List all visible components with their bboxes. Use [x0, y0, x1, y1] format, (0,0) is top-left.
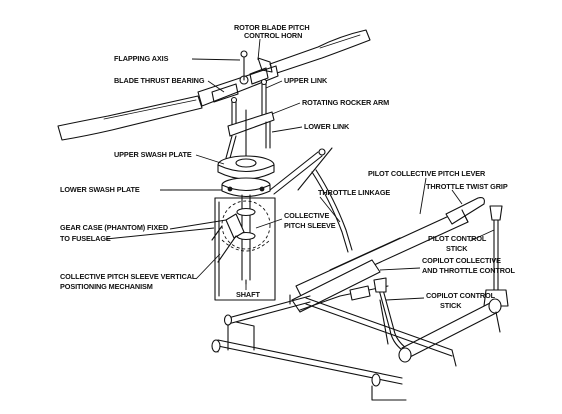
label-vertical-mechanism-line2: POSITIONING MECHANISM — [60, 282, 153, 291]
label-copilot-control-stick-line2: STICK — [440, 301, 462, 310]
gear-case-phantom — [214, 197, 276, 301]
label-lower-swash-plate: LOWER SWASH PLATE — [60, 185, 140, 194]
leader-lines — [105, 38, 495, 301]
label-rotor-horn-line2: CONTROL HORN — [244, 31, 302, 40]
label-throttle-twist-grip: THROTTLE TWIST GRIP — [426, 182, 508, 191]
lower-link — [225, 121, 271, 159]
rotor-shaft — [236, 194, 256, 285]
label-copilot-collective-line1: COPILOT COLLECTIVE — [422, 256, 501, 265]
label-gear-case-line1: GEAR CASE (PHANTOM) FIXED — [60, 223, 168, 232]
label-throttle-linkage: THROTTLE LINKAGE — [318, 188, 390, 197]
copilot-collective-control — [291, 259, 389, 313]
collective-linkage — [269, 147, 333, 195]
copilot-control-stick — [373, 277, 407, 351]
cyclic-cross-tube — [398, 298, 502, 363]
rotor-blade-left — [57, 95, 203, 141]
lower-swash-plate — [221, 177, 271, 198]
label-copilot-control-stick-line1: COPILOT CONTROL — [426, 291, 496, 300]
throttle-linkage — [311, 169, 353, 253]
label-gear-case-line2: TO FUSELAGE — [60, 234, 111, 243]
label-upper-swash-plate: UPPER SWASH PLATE — [114, 150, 192, 159]
upper-link-assembly — [227, 78, 275, 161]
label-pilot-control-stick-line1: PILOT CONTROL — [428, 234, 487, 243]
upper-swash-plate — [217, 155, 275, 180]
label-pilot-collective-lever: PILOT COLLECTIVE PITCH LEVER — [368, 169, 486, 178]
vertical-positioning-mechanism — [211, 213, 245, 263]
control-support-frame — [211, 294, 457, 401]
label-copilot-collective-line2: AND THROTTLE CONTROL — [422, 266, 515, 275]
label-shaft: SHAFT — [236, 290, 260, 299]
label-vertical-mechanism-line1: COLLECTIVE PITCH SLEEVE VERTICAL — [60, 272, 197, 281]
rotor-hub — [197, 50, 279, 107]
label-rotor-horn-line1: ROTOR BLADE PITCH — [234, 23, 310, 32]
label-collective-pitch-sleeve-line1: COLLECTIVE — [284, 211, 329, 220]
label-upper-link: UPPER LINK — [284, 76, 328, 85]
label-rotating-rocker-arm: ROTATING ROCKER ARM — [302, 98, 389, 107]
label-flapping-axis: FLAPPING AXIS — [114, 54, 169, 63]
label-blade-thrust-bearing: BLADE THRUST BEARING — [114, 76, 205, 85]
callout-labels: ROTOR BLADE PITCH CONTROL HORN FLAPPING … — [60, 23, 516, 310]
rotor-blade-right — [269, 29, 371, 75]
label-collective-pitch-sleeve-line2: PITCH SLEEVE — [284, 221, 336, 230]
label-pilot-control-stick-line2: STICK — [446, 244, 468, 253]
label-lower-link: LOWER LINK — [304, 122, 350, 131]
